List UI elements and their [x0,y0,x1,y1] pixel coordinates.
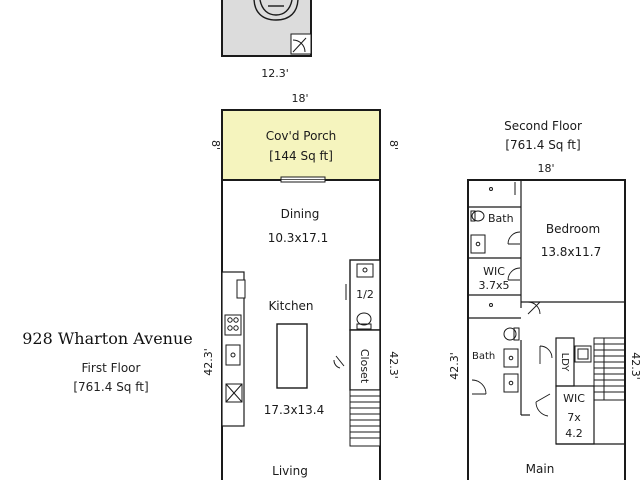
bath-top-label: Bath [488,212,514,225]
second-floor-stairs [593,337,626,401]
first-floor-title: First Floor [81,361,141,375]
half-bath-label: 1/2 [356,288,374,301]
sink-icon [225,344,241,366]
bath-mid-toilet-icon [503,327,520,341]
second-floor-length-left: 42.3' [448,352,461,380]
upper-cabinet [236,279,246,299]
island-door-swing [333,355,345,369]
stairs [349,389,381,447]
fridge-icon [225,383,243,403]
wic-name: WIC [483,265,505,278]
second-floor-width-dim: 18' [537,162,554,175]
kitchen-name: Kitchen [268,299,313,313]
covered-porch [221,109,381,181]
first-floor-area: [761.4 Sq ft] [73,380,149,394]
kitchen-island [276,323,308,389]
porch-area: [144 Sq ft] [269,149,333,163]
garage-width-dim: 12.3' [261,67,289,80]
garage [221,0,312,57]
bath-top-toilet-icon [470,210,485,222]
toilet-icon [356,312,372,330]
bath-mid-label: Bath [472,351,495,362]
porch-left-dim: 8' [209,140,222,150]
washer-icon [574,345,592,363]
first-floor-length-left: 42.3' [202,348,215,376]
property-address: 928 Wharton Avenue [22,329,193,348]
kitchen-dim: 17.3x13.4 [264,403,325,417]
closet-label: Closet [358,349,371,384]
closet [349,329,381,391]
wic2-door-swing [535,393,551,417]
dining-dim: 10.3x17.1 [268,231,329,245]
dining-name: Dining [281,207,320,221]
wic-dim: 3.7x5 [478,279,509,292]
second-floor-length-right: 42.3' [629,352,640,380]
bath-mid-sink-icon [503,348,519,393]
main-name: Main [526,462,555,476]
car-icon [253,0,299,21]
bath-mid-door-swing [471,379,487,395]
porch-right-dim: 8' [387,140,400,150]
bath-sink-icon [356,263,374,278]
door-swing-icon [290,33,312,55]
bedroom-name: Bedroom [546,222,600,236]
laundry-label: LDY [559,353,570,373]
wic2-dim-b: 4.2 [565,427,583,440]
bedroom-door-swing [527,301,541,315]
second-floor-plan [467,179,626,480]
second-floor-title: Second Floor [504,119,582,133]
second-floor-area: [761.4 Sq ft] [505,138,580,152]
wic2-dim-a: 7x [567,411,581,424]
bath-top-sink-icon [470,234,486,254]
second-floor-walls [467,179,626,480]
first-floor-length-right: 42.3' [387,351,400,379]
first-floor-width-dim: 18' [291,92,308,105]
first-floor-plan [221,109,381,480]
bedroom-dim: 13.8x11.7 [541,245,602,259]
porch-name: Cov'd Porch [266,129,337,143]
wic-door-swing [507,267,521,281]
wic2-name: WIC [563,392,585,405]
living-name: Living [272,464,308,478]
laundry-door-swing [539,345,553,364]
bath-top-door-swing [507,231,521,245]
stove-icon [224,314,242,336]
